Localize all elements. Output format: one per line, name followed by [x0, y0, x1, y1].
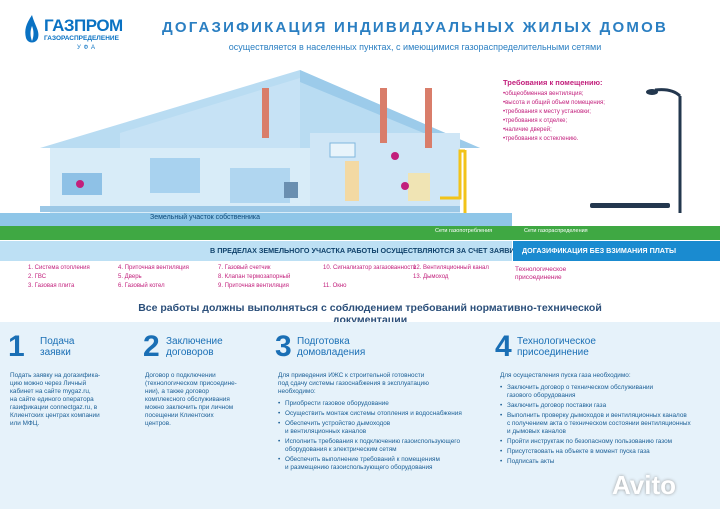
requirement-item: •требования к месту установки; — [503, 109, 591, 115]
step-number: 2 — [143, 330, 160, 363]
requirement-item: •наличие дверей; — [503, 127, 552, 133]
step-text: Для приведения ИЖС к строительной готовн… — [278, 372, 425, 379]
applicant-cost-text: В ПРЕДЕЛАХ ЗЕМЕЛЬНОГО УЧАСТКА РАБОТЫ ОСУ… — [210, 246, 534, 255]
legend-item: 2. ГВС — [28, 274, 47, 280]
legend-item: 8. Клапан термозапорный — [218, 274, 291, 280]
free-gasification-bar — [513, 241, 720, 261]
legend-item: 4. Приточная вентиляция — [118, 265, 189, 271]
requirement-item: •требования к остеклению. — [503, 136, 579, 142]
room-requirements: Требования к помещению: •общеобменная ве… — [503, 78, 633, 144]
requirement-item: •общеобменная вентиляция; — [503, 91, 584, 97]
door — [345, 161, 359, 201]
step-text: Клиентских центрах компании — [10, 412, 100, 419]
step-text: посещении Клиентских — [145, 412, 214, 419]
legend: 1. Система отопления 2. ГВС 3. Газовая п… — [28, 265, 508, 297]
step-text: центров. — [145, 420, 171, 427]
step-text: газификации connectgaz.ru, в — [10, 404, 98, 411]
step-number: 4 — [495, 330, 512, 363]
legend-item: 5. Дверь — [118, 274, 142, 280]
legend-item: 3. Газовая плита — [28, 283, 75, 289]
legend-item: 7. Газовый счетчик — [218, 265, 271, 271]
step-text: (технологическом присоедине- — [145, 380, 237, 387]
watermark: Avito — [612, 470, 677, 500]
step-title: Подача — [40, 336, 75, 347]
flame-icon — [25, 15, 39, 43]
step-title: Заключение — [166, 336, 223, 347]
bullet-item: Заключить договор о техническом обслужив… — [507, 384, 654, 391]
bullet-item: и размещению газоиспользующего оборудова… — [285, 464, 433, 471]
gas-distribution-label: Сети газораспределения — [524, 228, 588, 234]
bullet-item: и дымовых каналов — [507, 428, 566, 435]
step-title: договоров — [166, 347, 214, 358]
step-text: под сдачу системы газоснабжения в эксплу… — [278, 380, 429, 387]
land-label: Земельный участок собственника — [150, 214, 261, 221]
step-text: можно заключить при личном — [145, 404, 234, 411]
step-text: или МФЦ. — [10, 420, 40, 427]
step-text: комплексного обслуживания — [145, 396, 230, 403]
legend-item: 10. Сигнализатор загазованности — [323, 265, 417, 271]
bullet-item: Выполнить проверку дымоходов и вентиляци… — [507, 412, 687, 419]
gazprom-logo: ГАЗПРОМ ГАЗОРАСПРЕДЕЛЕНИЕ УФА — [22, 14, 123, 58]
step-title: Подготовка — [297, 336, 350, 347]
legend-item: 13. Дымоход — [413, 274, 449, 280]
gas-boiler — [408, 173, 430, 201]
legend-item: 9. Приточная вентиляция — [218, 283, 289, 289]
gas-stove — [284, 182, 298, 198]
step-title: присоединение — [517, 347, 589, 358]
requirement-item: •высота и общий объем помещения; — [503, 100, 605, 106]
step-text: Для осуществления пуска газа необходимо: — [500, 372, 631, 379]
bullet-item: и вентиляционных каналов — [285, 428, 367, 435]
legend-item: 1. Система отопления — [28, 265, 90, 271]
page-title: ДОГАЗИФИКАЦИЯ ИНДИВИДУАЛЬНЫХ ЖИЛЫХ ДОМОВ — [161, 19, 669, 36]
step-number: 3 — [275, 330, 292, 363]
step-title: Технологическое — [517, 336, 596, 347]
step-title: заявки — [40, 347, 71, 358]
tech-connection-label: Технологическое присоединение — [515, 266, 567, 281]
legend-item: 6. Газовый котел — [118, 283, 165, 289]
bullet-item: с получением акта о техническом состояни… — [507, 420, 691, 427]
bullet-item: оборудования к электрическим сетям — [285, 446, 397, 453]
free-gasification-text: ДОГАЗИФИКАЦИЯ БЕЗ ВЗИМАНИЯ ПЛАТЫ — [522, 246, 677, 255]
requirement-item: •требования к отделке; — [503, 118, 568, 124]
step-title: домовладения — [297, 347, 366, 358]
bullet-item: Пройти инструктаж по безопасному пользов… — [507, 438, 673, 445]
bullet-item: Обеспечить устройство дымоходов — [285, 420, 391, 427]
step-text: на сайте единого оператора — [10, 396, 94, 403]
steps-panel — [0, 322, 720, 509]
logo-city: УФА — [77, 45, 99, 51]
bullet-item: Присутствовать на объекте в момент пуска… — [507, 448, 650, 455]
bullet-item: Подписать акты — [507, 458, 555, 465]
gas-pipe — [440, 149, 465, 200]
logo-subtext: ГАЗОРАСПРЕДЕЛЕНИЕ — [44, 35, 119, 42]
step-text: кабинет на сайте mygaz.ru, — [10, 388, 91, 395]
ground-strip — [0, 226, 720, 240]
step-text: Подать заявку на догазифика- — [10, 372, 101, 379]
step-number: 1 — [8, 330, 25, 363]
bullet-item: Заключить договор поставки газа — [507, 402, 607, 409]
legend-item: 11. Окно — [323, 283, 347, 289]
page-subtitle: осуществляется в населенных пунктах, с и… — [228, 42, 602, 52]
bullet-item: Обеспечить выполнение требований к помещ… — [285, 456, 440, 463]
step-text: Договор о подключении — [145, 372, 216, 379]
bullet-item: Приобрести газовое оборудование — [285, 400, 389, 407]
step-text: цию можно через Личный — [10, 380, 87, 387]
logo-text: ГАЗПРОМ — [44, 16, 123, 35]
house-illustration — [40, 70, 682, 216]
requirements-title: Требования к помещению: — [503, 78, 603, 87]
legend-item: 12. Вентиляционный канал — [413, 265, 489, 271]
step-text: нии), а также договор — [145, 388, 209, 395]
bullet-item: Осуществить монтаж системы отопления и в… — [285, 410, 462, 417]
gas-consumption-label: Сети газопотребления — [435, 228, 493, 234]
applicant-cost-bar — [0, 241, 512, 261]
step-text: необходимо: — [278, 388, 316, 395]
bullet-item: Исполнить требования к подключению газои… — [285, 438, 461, 445]
bullet-item: газового оборудования — [507, 392, 576, 399]
land-strip — [0, 213, 512, 226]
